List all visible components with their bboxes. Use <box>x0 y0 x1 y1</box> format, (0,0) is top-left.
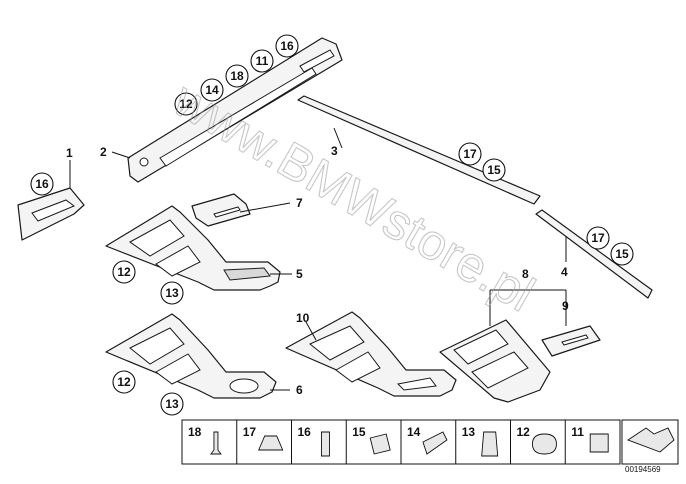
legend-number-14: 14 <box>407 425 421 439</box>
svg-text:16: 16 <box>35 177 49 191</box>
plug-icon <box>531 433 557 455</box>
callout-15-trim4: 15 <box>610 242 634 266</box>
fastener-legend: 18 17 16 15 14 13 12 11 <box>181 419 679 465</box>
label-9: 9 <box>562 299 569 313</box>
direction-arrow-icon <box>627 427 675 453</box>
callout-11-strip: 11 <box>250 49 274 73</box>
callout-17-trim3: 17 <box>458 142 482 166</box>
legend-number-17: 17 <box>243 425 257 439</box>
callout-16-left: 16 <box>30 172 54 196</box>
wire-clip-icon <box>320 431 330 457</box>
part-1-trim: 1 <box>17 146 85 241</box>
svg-text:11: 11 <box>256 54 269 68</box>
part-5-console-trim: 5 <box>105 205 303 291</box>
part-8-center-trim: 8 <box>439 267 566 403</box>
svg-text:15: 15 <box>487 163 501 177</box>
label-5: 5 <box>296 267 303 281</box>
svg-text:14: 14 <box>205 83 219 97</box>
legend-number-15: 15 <box>352 425 366 439</box>
svg-text:15: 15 <box>615 247 629 261</box>
label-6: 6 <box>296 383 303 397</box>
part-10-console-trim: 10 <box>285 311 457 397</box>
svg-text:12: 12 <box>117 265 131 279</box>
label-1: 1 <box>66 146 73 160</box>
part-3-door-trim: 3 <box>297 95 541 205</box>
callout-12-console5: 12 <box>112 260 136 284</box>
callout-15-trim3: 15 <box>482 158 506 182</box>
svg-text:13: 13 <box>165 286 179 300</box>
legend-number-11: 11 <box>571 425 584 439</box>
svg-text:12: 12 <box>179 97 193 111</box>
label-2: 2 <box>100 145 107 159</box>
label-10: 10 <box>296 311 310 325</box>
svg-text:17: 17 <box>591 231 605 245</box>
callout-18-strip: 18 <box>225 64 249 88</box>
legend-number-12: 12 <box>517 425 531 439</box>
svg-text:18: 18 <box>230 69 244 83</box>
label-7: 7 <box>296 196 303 210</box>
svg-text:13: 13 <box>165 397 179 411</box>
part-4-side-trim: 4 <box>535 209 653 299</box>
spring-clip-icon <box>422 431 448 455</box>
part-6-console-trim: 6 <box>105 313 303 399</box>
metal-clip-icon <box>481 431 499 457</box>
legend-number-16: 16 <box>298 425 312 439</box>
spreader-nut-icon <box>258 435 284 451</box>
legend-number-18: 18 <box>188 425 202 439</box>
svg-text:17: 17 <box>463 147 477 161</box>
pin-clip-icon <box>210 431 222 455</box>
bracket-clip-icon <box>589 433 609 453</box>
label-4: 4 <box>561 265 568 279</box>
label-8: 8 <box>522 267 529 281</box>
callout-17-trim4: 17 <box>586 226 610 250</box>
svg-text:12: 12 <box>117 375 131 389</box>
callout-16-strip: 16 <box>275 34 299 58</box>
callout-12-strip: 12 <box>174 92 198 116</box>
callout-14-strip: 14 <box>200 78 224 102</box>
part-2-dash-strip: 2 <box>100 37 343 183</box>
square-clip-icon <box>369 433 391 455</box>
svg-text:16: 16 <box>280 39 294 53</box>
legend-number-13: 13 <box>462 425 476 439</box>
label-3: 3 <box>331 144 338 158</box>
callout-12-console6: 12 <box>112 370 136 394</box>
callout-13-console5: 13 <box>160 281 184 305</box>
callout-13-console6: 13 <box>160 392 184 416</box>
part-7-cover: 7 <box>191 193 303 227</box>
part-9-cover: 9 <box>541 290 601 357</box>
catalog-number: 00194569 <box>625 465 661 474</box>
